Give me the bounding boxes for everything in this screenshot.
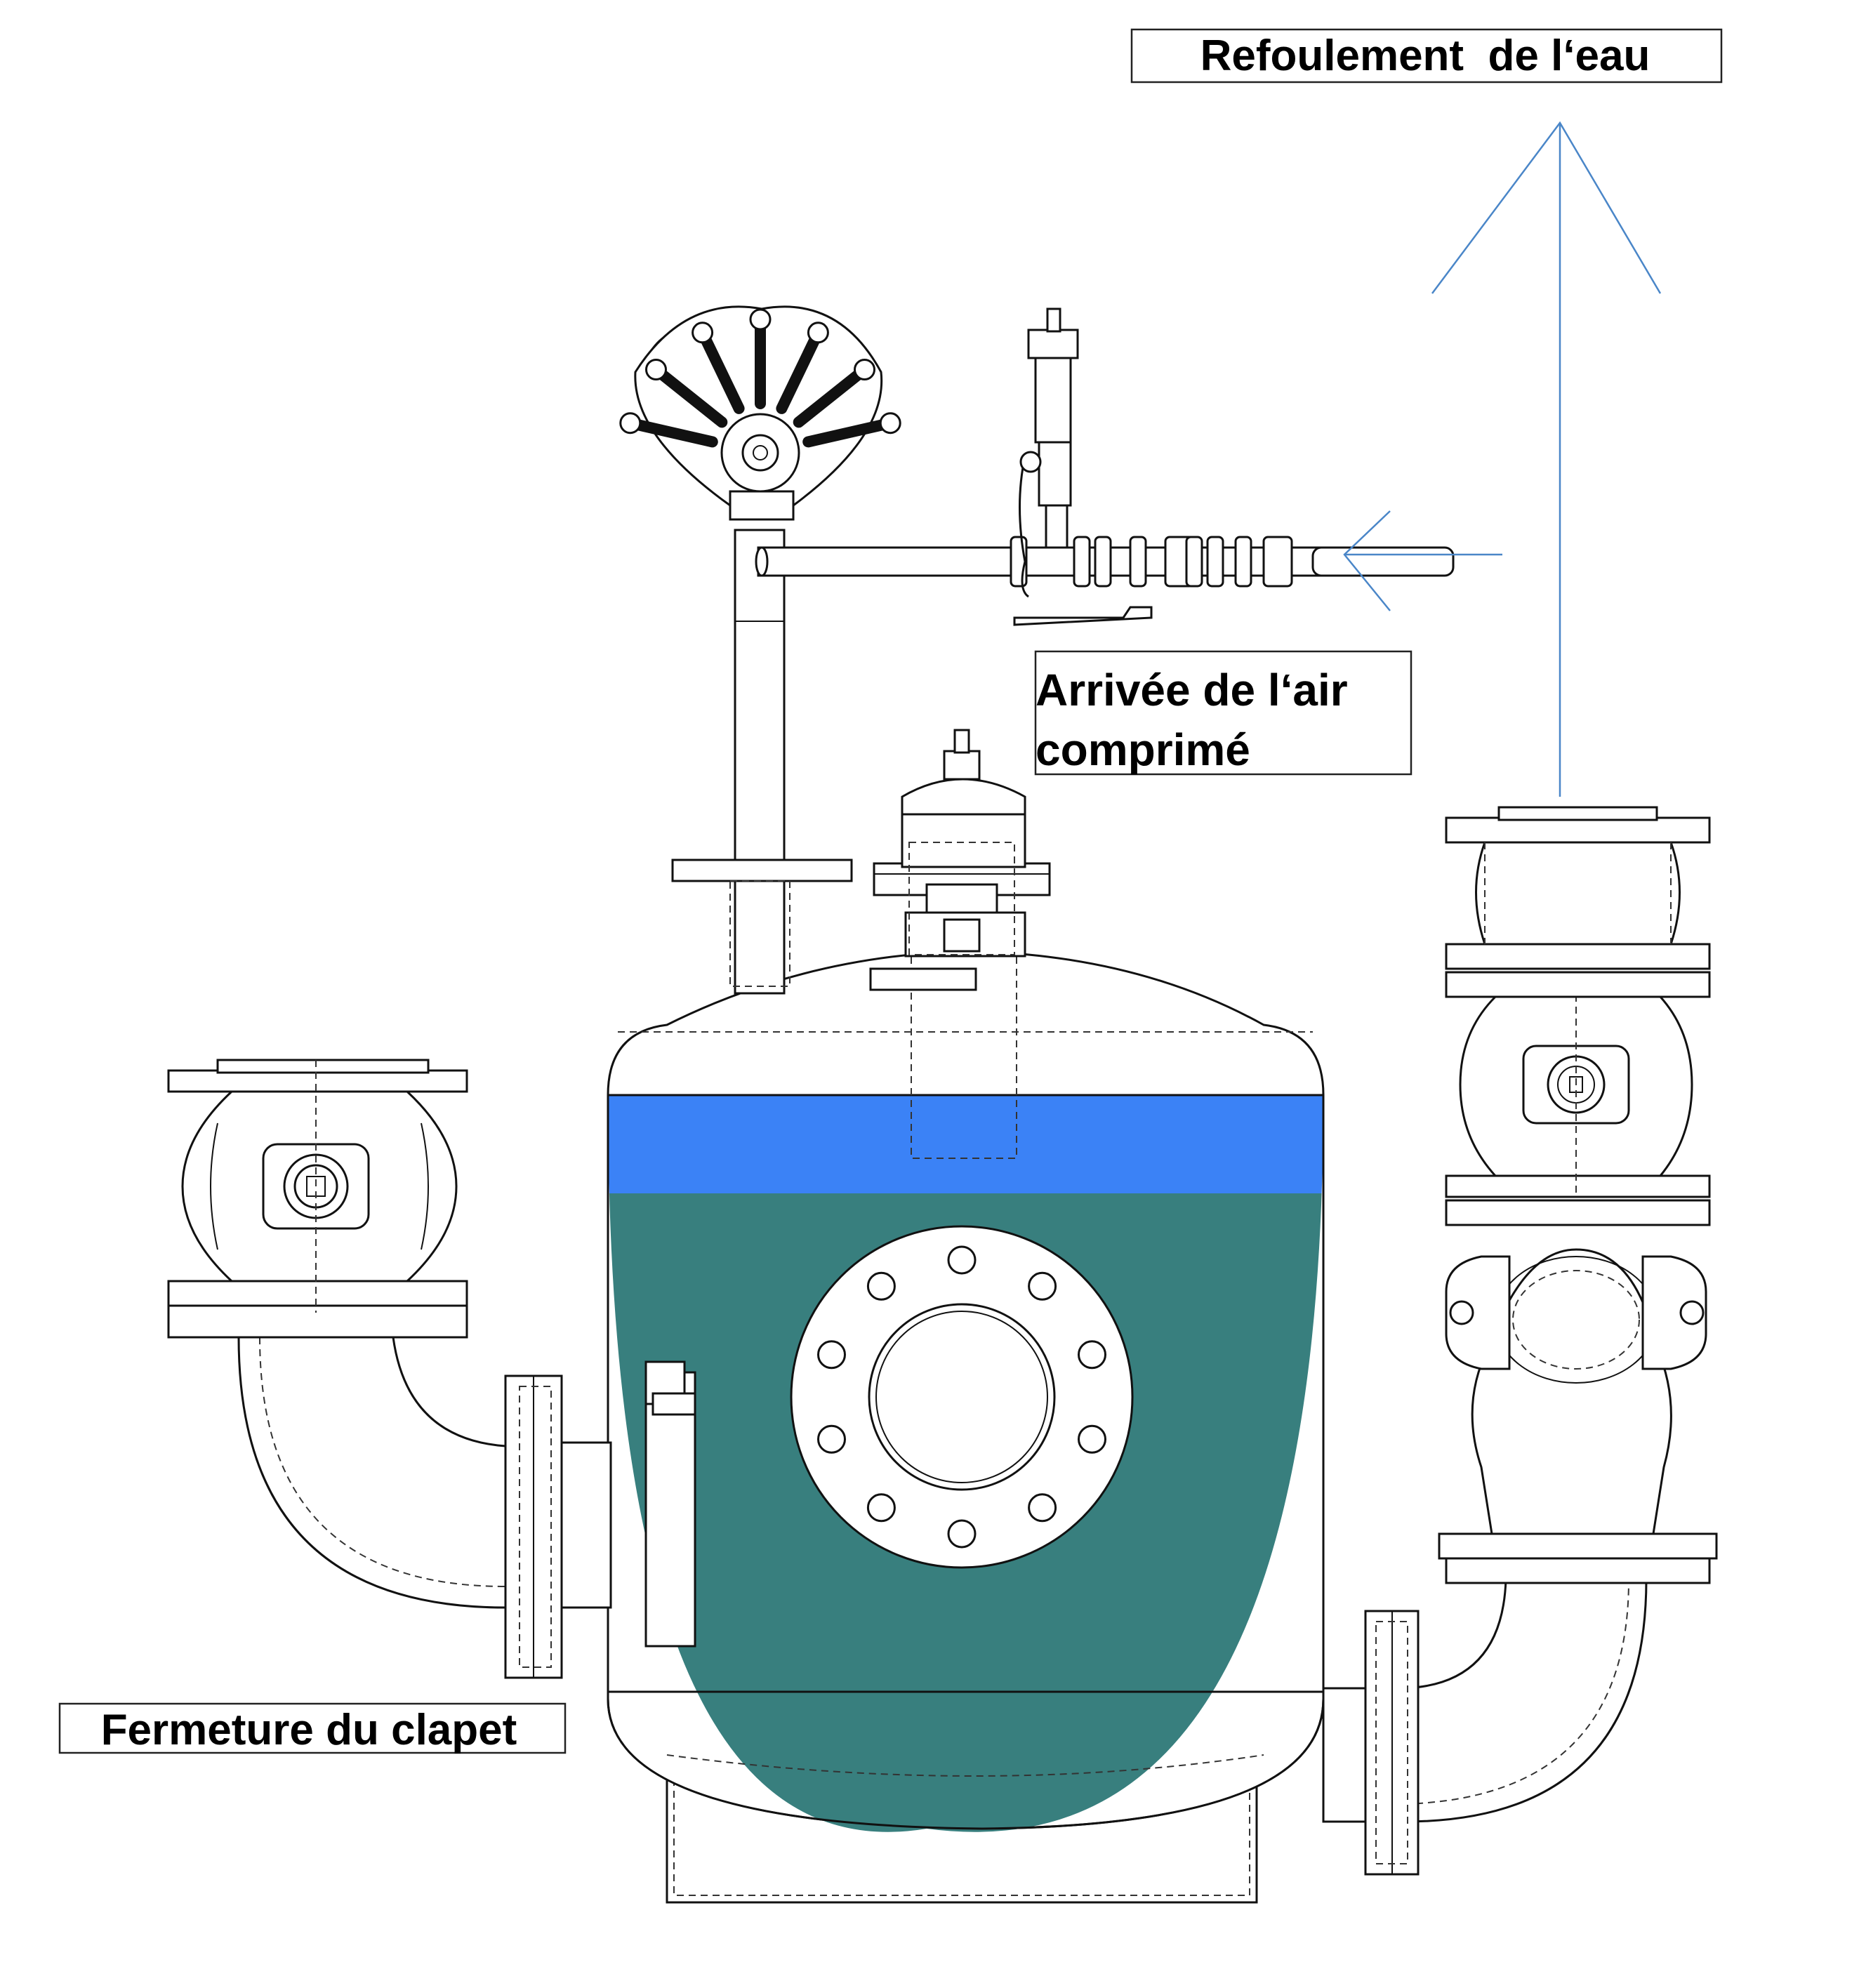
outlet-valve-stack xyxy=(1322,806,1718,1876)
air-inlet-arrow xyxy=(1343,510,1502,611)
manifold-outlet-cap xyxy=(854,359,875,380)
inlet-check-valve xyxy=(167,1059,696,1679)
bolt-hole xyxy=(947,1519,977,1549)
distribution-manifold xyxy=(619,305,901,521)
bolt-hole xyxy=(1028,1271,1057,1301)
pipe-fitting xyxy=(1234,536,1252,588)
manhole-flange xyxy=(790,1225,1134,1569)
manifold-outlet-cap xyxy=(749,308,772,331)
bolt-hole xyxy=(866,1271,896,1301)
manifold-outlet xyxy=(624,417,718,448)
water-discharge-arrow xyxy=(1431,121,1662,797)
manifold-outlet xyxy=(650,364,728,428)
label-water-discharge: Refoulement de l‘eau xyxy=(1130,28,1723,84)
pipe-fitting xyxy=(1073,536,1091,588)
manifold-outlet-cap xyxy=(807,322,829,344)
arrow-head-icon xyxy=(1431,121,1662,294)
label-valve-closing: Fermeture du clapet xyxy=(58,1702,567,1754)
pipe-fitting xyxy=(1206,536,1224,588)
label-water-discharge-text: Refoulement de l‘eau xyxy=(1200,32,1650,80)
manifold-outlet-cap xyxy=(619,412,642,435)
arrow-head-icon xyxy=(1343,510,1391,611)
bolt-hole xyxy=(1078,1424,1106,1454)
label-air-inlet-line2: comprimé xyxy=(1036,724,1250,775)
air-pipe xyxy=(619,305,1455,995)
manifold-outlet-cap xyxy=(879,412,901,435)
label-air-inlet-line1: Arrivée de l‘air xyxy=(1036,665,1348,715)
pipe-fitting xyxy=(1129,536,1147,588)
bolt-hole xyxy=(817,1340,846,1370)
manifold-outlet xyxy=(793,364,871,428)
bolt-hole xyxy=(1028,1493,1057,1523)
label-valve-closing-text: Fermeture du clapet xyxy=(101,1706,517,1754)
manifold-outlet xyxy=(696,326,745,414)
tank xyxy=(607,950,1325,1904)
label-air-inlet: Arrivée de l‘air comprimé xyxy=(1034,650,1413,776)
top-valve-assembly xyxy=(869,729,1051,991)
bolt-hole xyxy=(817,1424,846,1454)
bolt-hole xyxy=(1078,1340,1106,1370)
bolt-hole xyxy=(866,1493,896,1523)
manifold-outlet xyxy=(776,326,824,414)
manifold-outlet-cap xyxy=(692,322,714,344)
pipe-fitting xyxy=(1094,536,1112,588)
pipe-fitting xyxy=(1262,536,1293,588)
manifold-outlet-cap xyxy=(645,359,667,380)
air-layer xyxy=(608,1095,1323,1193)
bolt-hole xyxy=(947,1245,977,1275)
manifold-outlet xyxy=(802,417,897,448)
pipe-fitting xyxy=(1185,536,1203,588)
